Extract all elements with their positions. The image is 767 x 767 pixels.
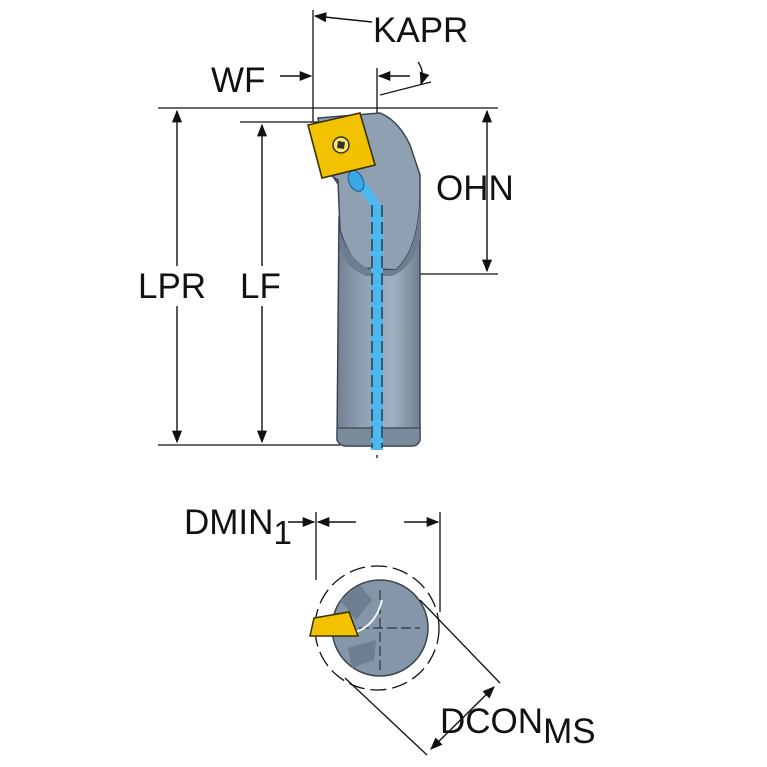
- wf-label: WF: [211, 61, 265, 100]
- end-view: [288, 512, 501, 756]
- dmin-subscript: 1: [273, 514, 291, 551]
- boring-bar-side-view: [307, 112, 421, 450]
- kapr-label: KAPR: [373, 11, 468, 50]
- ohn-label: OHN: [436, 169, 514, 208]
- kapr-arrow: [313, 12, 373, 23]
- extension-lines: [158, 10, 498, 458]
- dcon-line: [430, 686, 495, 750]
- lpr-label: LPR: [138, 267, 206, 306]
- dcon-subscript: MS: [543, 712, 596, 751]
- insert-screw-socket: [337, 141, 345, 149]
- lf-label-bg: [238, 266, 290, 306]
- cross-section-flat: [340, 585, 372, 620]
- dmin-label: DMIN1: [184, 503, 292, 551]
- lpr-label-bg: [136, 266, 224, 306]
- dcon-text: DCON: [440, 702, 543, 741]
- kapr-arc-arrow: [417, 61, 430, 86]
- end-view-insert: [309, 611, 360, 637]
- dmin-text: DMIN: [184, 503, 273, 542]
- min-bore-circle: [314, 565, 440, 691]
- dcon-label: DCONMS: [440, 702, 596, 751]
- cross-section-clamp: [348, 640, 376, 668]
- lf-label: LF: [240, 267, 281, 306]
